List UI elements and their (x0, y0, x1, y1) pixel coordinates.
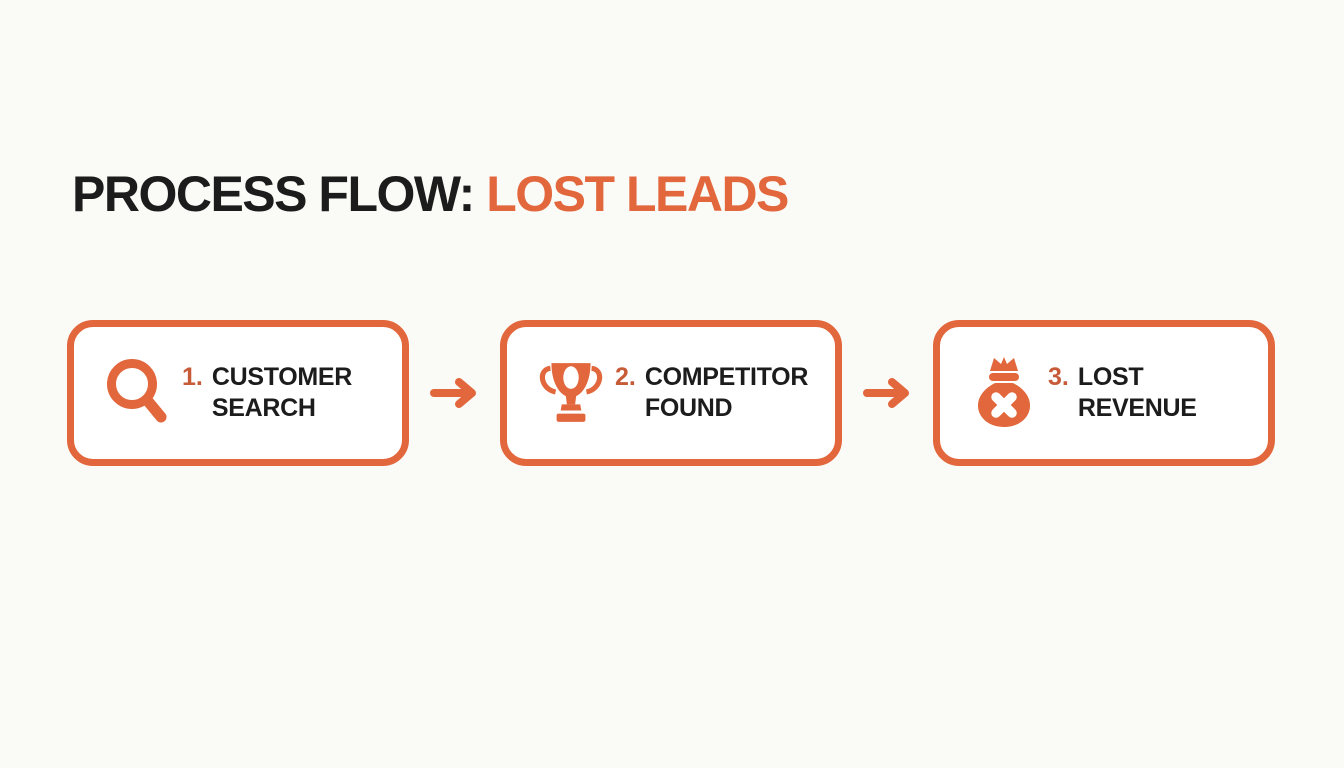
step-text: 1. CUSTOMER SEARCH (182, 362, 394, 424)
title-prefix: PROCESS FLOW: (72, 166, 475, 222)
step-number: 3. (1048, 363, 1069, 391)
step-label: LOST REVENUE (1077, 363, 1197, 422)
step-box-customer-search: 1. CUSTOMER SEARCH (67, 320, 409, 466)
step-box-lost-revenue: 3. LOST REVENUE (933, 320, 1275, 466)
title-highlight: LOST LEADS (486, 166, 789, 222)
step-text: 3. LOST REVENUE (1048, 362, 1260, 424)
trophy-icon (535, 358, 607, 428)
step-label: CUSTOMER SEARCH (211, 363, 353, 422)
page-title: PROCESS FLOW: LOST LEADS (72, 166, 789, 222)
arrow-right-icon (842, 375, 933, 411)
step-number: 1. (182, 363, 203, 391)
process-flow: 1. CUSTOMER SEARCH (67, 320, 1275, 466)
money-bag-x-icon (968, 354, 1040, 432)
arrow-right-icon (409, 375, 500, 411)
step-label: COMPETITOR FOUND (644, 363, 809, 422)
search-icon (102, 356, 174, 430)
step-text: 2. COMPETITOR FOUND (615, 362, 827, 424)
step-number: 2. (615, 363, 636, 391)
step-box-competitor-found: 2. COMPETITOR FOUND (500, 320, 842, 466)
